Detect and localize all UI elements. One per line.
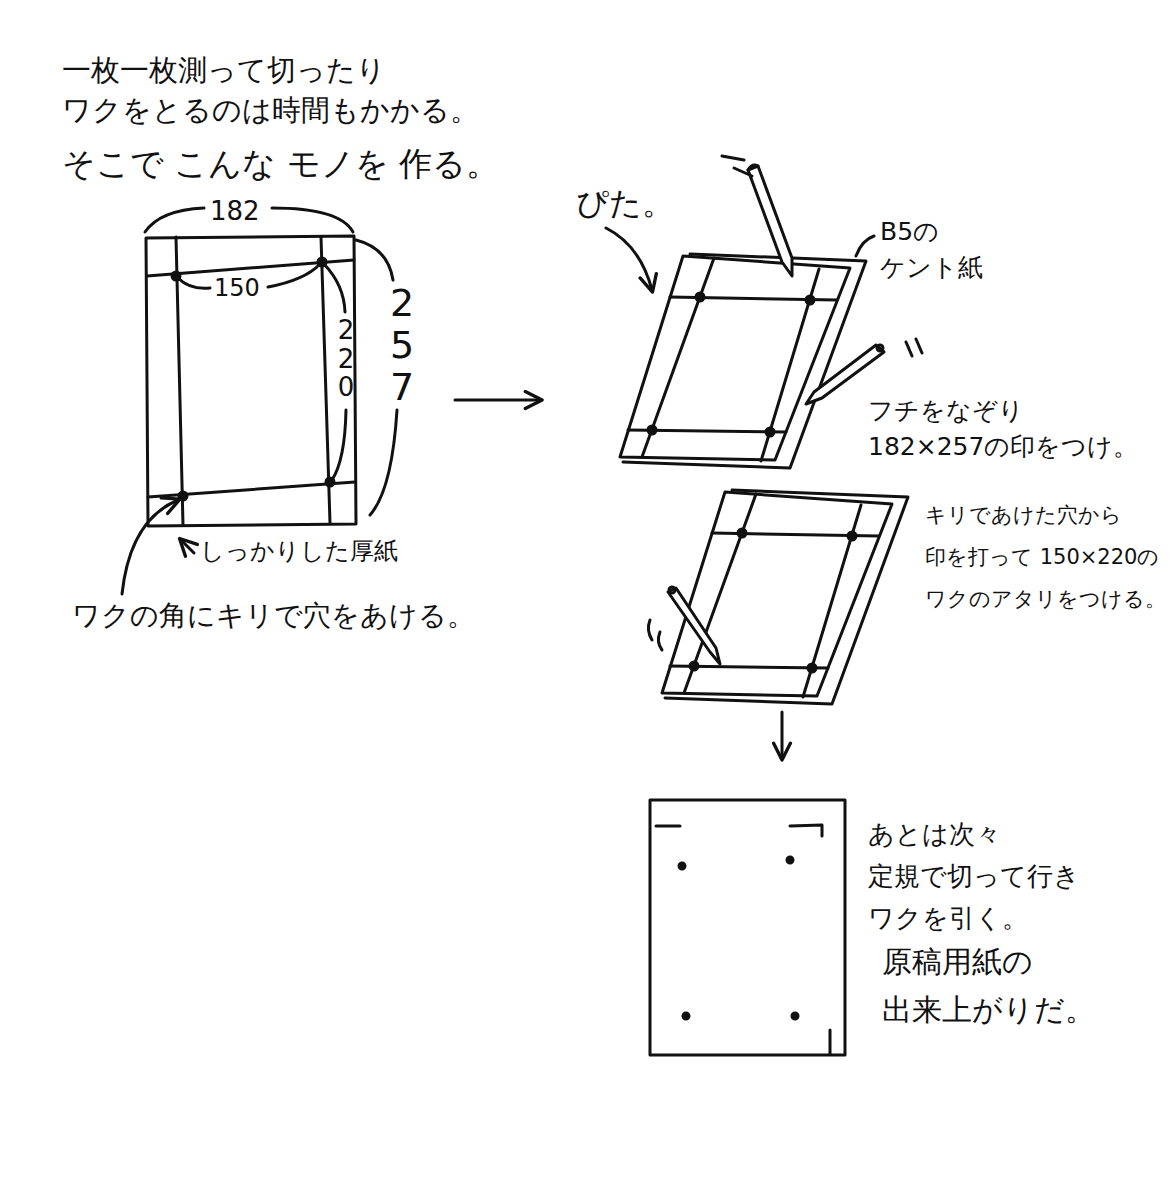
paper-note: B5の ケント紙 bbox=[880, 214, 1010, 286]
step-note: あとは次々 定規で切って行き ワクを引く。 bbox=[868, 813, 1118, 939]
sound-note: ぴた。 bbox=[576, 183, 674, 223]
hole-note: ワクの角にキリで穴をあける。 bbox=[72, 598, 475, 633]
step-note: フチをなぞり 182×257の印をつけ。 bbox=[868, 393, 1153, 465]
marking-figure bbox=[662, 490, 908, 704]
dimension: 257 bbox=[383, 283, 421, 408]
step-note: キリであけた穴から 印を打って 150×220の ワクのアタリをつける。 bbox=[925, 494, 1165, 620]
heading-note: そこで こんな モノを 作る。 bbox=[62, 143, 499, 184]
dimension: 150 bbox=[214, 273, 260, 303]
material-note: しっかりした厚紙 bbox=[200, 536, 398, 566]
dimension: 182 bbox=[210, 195, 260, 228]
dimension: 220 bbox=[333, 316, 359, 402]
awl-pencil bbox=[648, 587, 720, 664]
flow-arrow bbox=[781, 712, 784, 758]
flow-arrow bbox=[455, 399, 540, 402]
result-note: 原稿用紙の 出来上がりだ。 bbox=[882, 938, 1132, 1034]
template-figure bbox=[122, 208, 397, 594]
intro-note: 一枚一枚測って切ったり ワクをとるのは時間もかかる。 bbox=[62, 50, 502, 130]
finished-paper bbox=[650, 800, 845, 1055]
